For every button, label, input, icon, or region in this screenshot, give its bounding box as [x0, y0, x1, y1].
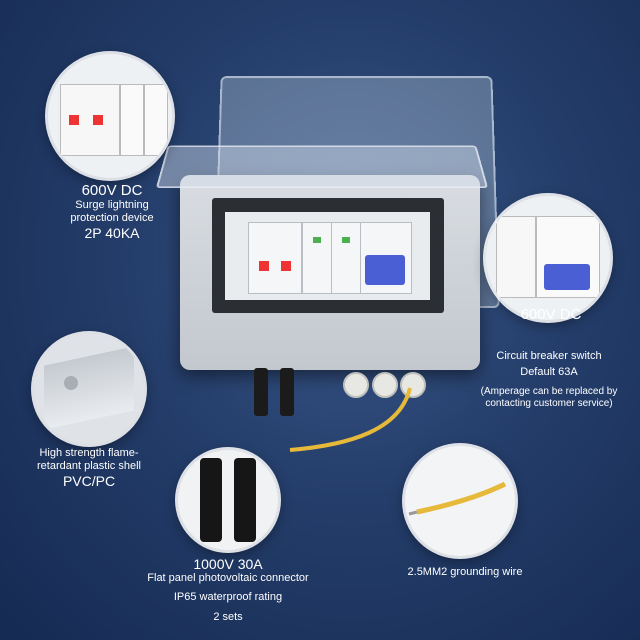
breaker-line1: Circuit breaker switch [496, 350, 602, 362]
spd-indicator-right [281, 261, 291, 271]
grounding-wire [289, 387, 412, 452]
spd-module-2 [302, 222, 332, 294]
breaker-line3: (Amperage can be replaced by [480, 386, 618, 398]
breaker-closeup [486, 196, 610, 320]
spd-module [248, 222, 302, 294]
pv-connector [254, 368, 268, 416]
spd-indicator-right [93, 115, 103, 125]
status-window-icon [342, 237, 350, 243]
connector-line3: 2 sets [213, 611, 243, 624]
connector-line2: IP65 waterproof rating [173, 590, 283, 603]
wire-closeup-drawing [408, 481, 507, 516]
spd-line2: protection device [70, 211, 154, 224]
shell-corner [44, 346, 134, 430]
breaker-line2: Default 63A [520, 365, 578, 378]
pv-connector [280, 368, 294, 416]
status-window-icon [313, 237, 321, 243]
spd-closeup-module [120, 84, 144, 156]
spd-indicator-left [259, 261, 269, 271]
wire-caption: 2.5MM2 grounding wire [390, 566, 540, 579]
spd-closeup-body [60, 84, 120, 156]
breaker-closeup-spd [496, 216, 536, 298]
cable-gland [372, 372, 398, 398]
breaker-caption: 600V DC [476, 306, 626, 323]
cable-gland [400, 372, 426, 398]
spd-closeup [48, 54, 172, 178]
breaker-handle [365, 255, 405, 285]
spd-line1: Surge lightning [75, 199, 149, 212]
breaker-handle [544, 264, 590, 290]
shell-line2: retardant plastic shell [37, 459, 141, 472]
spd-rating: 2P 40KA [84, 224, 140, 241]
pv-connector [234, 458, 256, 542]
pv-connector [200, 458, 222, 542]
shell-closeup [34, 334, 144, 444]
connector-closeup [178, 450, 278, 550]
shell-caption: High strength flame- retardant plastic s… [14, 447, 164, 489]
spd-caption: 600V DC Surge lightning protection devic… [50, 182, 174, 241]
transparent-lid-front [155, 145, 489, 189]
spd-title: 600V DC [81, 182, 143, 199]
breaker-details: Circuit breaker switch Default 63A (Ampe… [464, 350, 634, 409]
spd-module-3 [331, 222, 361, 294]
wire-closeup [405, 446, 515, 556]
cable-gland [343, 372, 369, 398]
breaker-title: 600V DC [520, 306, 582, 323]
spd-closeup-module [144, 84, 168, 156]
connector-line1: Flat panel photovoltaic connector [147, 572, 309, 585]
shell-material: PVC/PC [62, 473, 116, 490]
wire-label: 2.5MM2 grounding wire [407, 566, 523, 578]
breaker-line4: contacting customer service) [485, 397, 613, 409]
spd-indicator-left [69, 115, 79, 125]
shell-line1: High strength flame- [39, 447, 139, 459]
connector-caption: 1000V 30A Flat panel photovoltaic connec… [118, 556, 338, 624]
connector-title: 1000V 30A [193, 556, 263, 572]
screw-hole-icon [64, 376, 78, 390]
